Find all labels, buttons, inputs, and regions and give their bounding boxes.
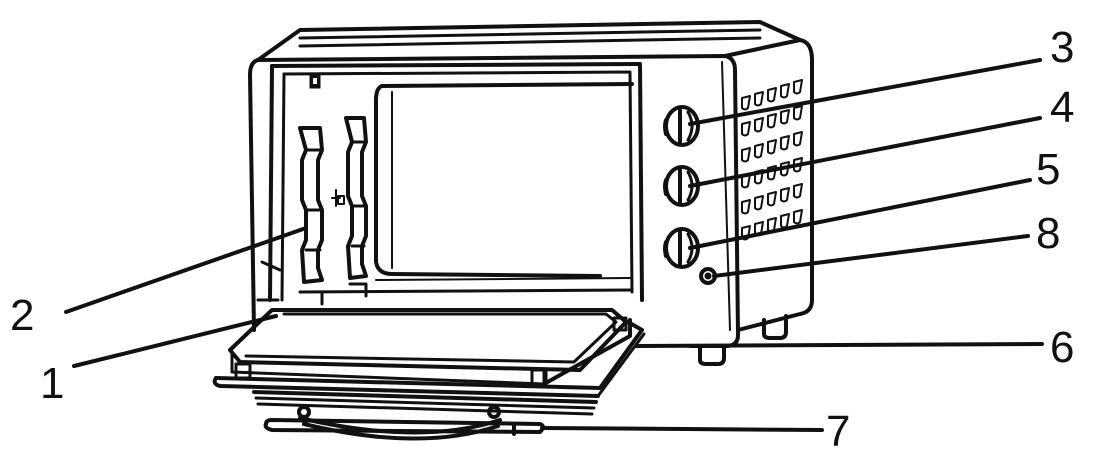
callout-2: 2: [10, 291, 34, 340]
vent-slot: [780, 83, 790, 99]
vent-slot: [793, 105, 803, 121]
vent-slot: [793, 131, 803, 147]
vent-slot: [741, 147, 751, 163]
vent-slot: [793, 209, 803, 225]
vent-slot: [780, 109, 790, 125]
oven-body: [248, 20, 814, 366]
leader-7: [540, 426, 824, 432]
vent-slot: [767, 113, 777, 129]
leader-2: [64, 226, 308, 314]
leader-5: [688, 178, 1032, 250]
vent-slot: [741, 95, 751, 111]
leader-4: [688, 116, 1042, 188]
callout-3: 3: [1050, 23, 1074, 72]
vent-slot: [754, 169, 764, 185]
baking-tray: [228, 282, 632, 386]
vent-slot: [767, 87, 777, 103]
vent-slot: [754, 195, 764, 211]
callout-4: 4: [1050, 83, 1074, 132]
vent-slot: [767, 191, 777, 207]
callout-8: 8: [1036, 209, 1060, 258]
vent-slot: [780, 187, 790, 203]
oven-door: [212, 320, 646, 416]
callout-labels: 3 4 5 8 2 1 6 7: [10, 23, 1074, 453]
callout-5: 5: [1036, 145, 1060, 194]
vent-slot: [780, 161, 790, 177]
control-knob-top: [663, 105, 700, 147]
callout-6: 6: [1050, 323, 1074, 372]
vent-slot: [741, 121, 751, 137]
callout-7: 7: [826, 407, 850, 453]
leader-lines: [64, 58, 1044, 432]
leader-6: [634, 342, 1044, 348]
vent-slot: [754, 91, 764, 107]
vent-slot: [780, 135, 790, 151]
vent-slot: [754, 143, 764, 159]
vent-slot: [741, 199, 751, 215]
vent-slot: [793, 183, 803, 199]
callout-1: 1: [40, 359, 64, 408]
vent-slot: [793, 157, 803, 173]
vent-slot: [754, 117, 764, 133]
leader-1: [72, 314, 278, 368]
vent-slot: [780, 213, 790, 229]
leader-3: [688, 58, 1042, 126]
vent-slot: [793, 79, 803, 95]
vent-slot: [741, 173, 751, 189]
rack-support: [256, 116, 368, 302]
vent-slot: [767, 165, 777, 181]
vent-slot: [767, 139, 777, 155]
leader-8: [712, 234, 1030, 278]
